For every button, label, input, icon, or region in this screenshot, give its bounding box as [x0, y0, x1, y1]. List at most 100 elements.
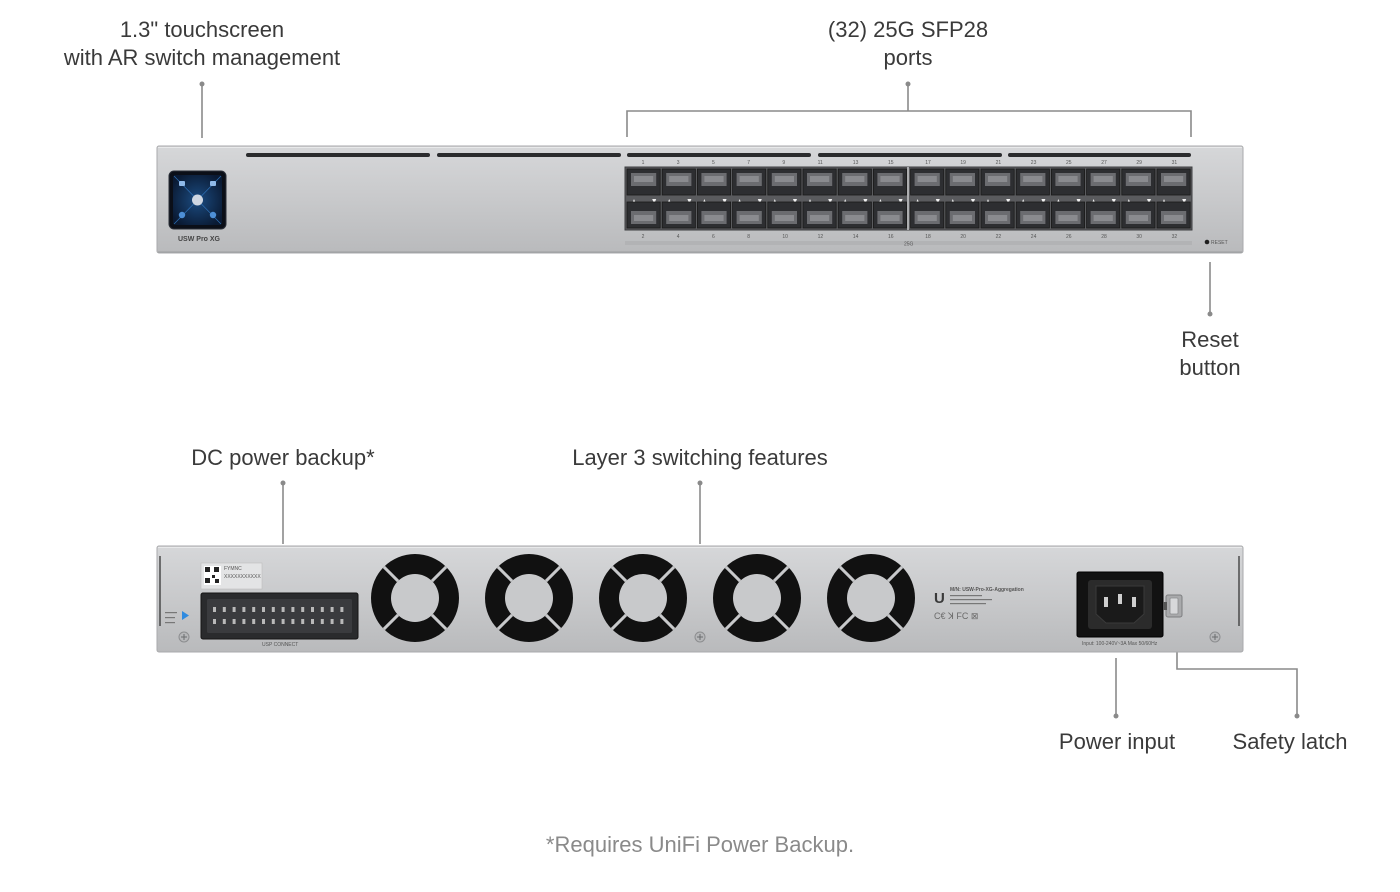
power-input-socket[interactable] — [1076, 571, 1164, 638]
port-number-bottom: 26 — [1066, 234, 1072, 240]
usp-pin — [291, 607, 295, 612]
sfp28-port[interactable] — [1086, 168, 1121, 204]
port-arrow-icon — [1111, 199, 1116, 204]
touchscreen-corner-icon — [178, 211, 186, 219]
serial-sticker: FYMNC XXXXXXXXXXX — [200, 562, 263, 590]
usp-pin — [232, 607, 236, 612]
port-number-top: 7 — [747, 160, 750, 166]
sfp28-port[interactable] — [1015, 201, 1050, 229]
callout-touchscreen: 1.3" touchscreen with AR switch manageme… — [52, 16, 352, 72]
callout-power-input: Power input — [1037, 728, 1197, 756]
sfp28-port[interactable] — [980, 201, 1015, 229]
touchscreen-corner-icon — [210, 181, 216, 186]
vent-slot — [818, 153, 1002, 157]
ubiquiti-logo-icon: U — [934, 590, 945, 607]
status-led-icon — [182, 611, 189, 620]
usp-pin — [330, 619, 334, 624]
port-number-top: 11 — [818, 160, 823, 166]
sfp28-port[interactable] — [661, 168, 696, 204]
port-number-bottom: 32 — [1172, 234, 1178, 240]
sfp28-port[interactable] — [802, 201, 837, 229]
port-number-bottom: 24 — [1031, 234, 1037, 240]
usp-pin — [213, 619, 216, 624]
port-number-bottom: 20 — [960, 234, 966, 240]
port-arrow-icon — [1006, 199, 1011, 204]
sticker-line2: XXXXXXXXXXX — [224, 574, 261, 580]
usp-connect-port[interactable] — [200, 592, 359, 640]
product-model-text: M/N: USW-Pro-XG-Aggregation — [950, 587, 1024, 593]
usp-pin — [281, 607, 285, 612]
port-number-top: 1 — [642, 160, 645, 166]
port-arrow-icon — [828, 199, 833, 204]
callout-sfp-ports-line2: ports — [883, 45, 933, 70]
sfp28-port[interactable] — [1015, 168, 1050, 204]
rear-panel: FYMNC XXXXXXXXXXX USP CONNECT — [156, 545, 1244, 653]
cooling-fans — [371, 554, 915, 642]
sfp28-port[interactable] — [910, 201, 945, 229]
port-arrow-icon — [1182, 199, 1187, 204]
leader-sfp-dot — [905, 81, 911, 87]
port-number-top: 13 — [853, 160, 859, 166]
port-arrow-icon — [1076, 199, 1081, 204]
sfp28-port[interactable] — [697, 168, 732, 204]
certification-icons: C€ ꓘ FC ⊠ — [934, 611, 978, 621]
port-number-bottom: 14 — [853, 234, 859, 240]
sfp28-port[interactable] — [767, 201, 802, 229]
sfp28-port[interactable] — [732, 168, 767, 204]
sfp28-port[interactable] — [1156, 168, 1191, 204]
sfp28-port[interactable] — [661, 201, 696, 229]
safety-latch[interactable] — [1163, 594, 1183, 618]
usp-pin — [340, 619, 344, 624]
sfp28-port[interactable] — [980, 168, 1015, 204]
sfp28-port[interactable] — [873, 201, 908, 229]
leader-safety-latch-dot — [1294, 713, 1300, 719]
callout-touchscreen-line2: with AR switch management — [63, 45, 341, 70]
screw-icon — [1209, 631, 1221, 643]
sfp28-port[interactable] — [802, 168, 837, 204]
port-number-bottom: 16 — [888, 234, 894, 240]
sticker-line1: FYMNC — [224, 566, 242, 572]
speed-label: 25G — [904, 242, 914, 248]
sfp28-port[interactable] — [1121, 201, 1156, 229]
callout-dc-power-line1: DC power backup* — [191, 445, 375, 470]
sfp28-port[interactable] — [732, 201, 767, 229]
usp-pin — [320, 619, 324, 624]
sfp28-port[interactable] — [697, 201, 732, 229]
touchscreen-display[interactable] — [168, 170, 227, 230]
sfp28-port[interactable] — [837, 201, 872, 229]
usp-pin — [291, 619, 295, 624]
usp-pin — [301, 619, 305, 624]
leader-lines — [199, 81, 1300, 719]
sfp28-port[interactable] — [945, 201, 980, 229]
port-arrow-icon — [687, 199, 692, 204]
usp-pin — [340, 607, 344, 612]
port-number-top: 29 — [1136, 160, 1142, 166]
port-number-bottom: 22 — [996, 234, 1002, 240]
sfp28-port[interactable] — [910, 168, 945, 204]
port-arrow-icon — [793, 199, 797, 204]
sfp28-port[interactable] — [1086, 201, 1121, 229]
leader-dc-power-dot — [280, 480, 286, 486]
reset-button[interactable] — [1204, 239, 1210, 245]
sfp28-port[interactable] — [626, 201, 661, 229]
callout-reset-line2: button — [1179, 355, 1241, 380]
sfp28-port[interactable] — [1121, 168, 1156, 204]
callout-layer3-line1: Layer 3 switching features — [572, 445, 828, 470]
port-arrow-icon — [652, 199, 657, 204]
sfp28-port[interactable] — [1051, 201, 1086, 229]
vent-slot — [437, 153, 621, 157]
sfp28-port[interactable] — [767, 168, 802, 204]
sfp28-port[interactable] — [1156, 201, 1191, 229]
usp-pin — [213, 607, 216, 612]
callout-dc-power: DC power backup* — [163, 444, 403, 472]
sfp28-port[interactable] — [626, 168, 661, 204]
usp-pin — [311, 619, 314, 624]
sfp28-port[interactable] — [873, 168, 908, 204]
port-arrow-icon — [935, 199, 940, 204]
port-number-top: 17 — [925, 160, 931, 166]
usp-pin — [262, 619, 265, 624]
callout-power-input-line1: Power input — [1058, 729, 1176, 754]
port-number-bottom: 28 — [1101, 234, 1107, 240]
